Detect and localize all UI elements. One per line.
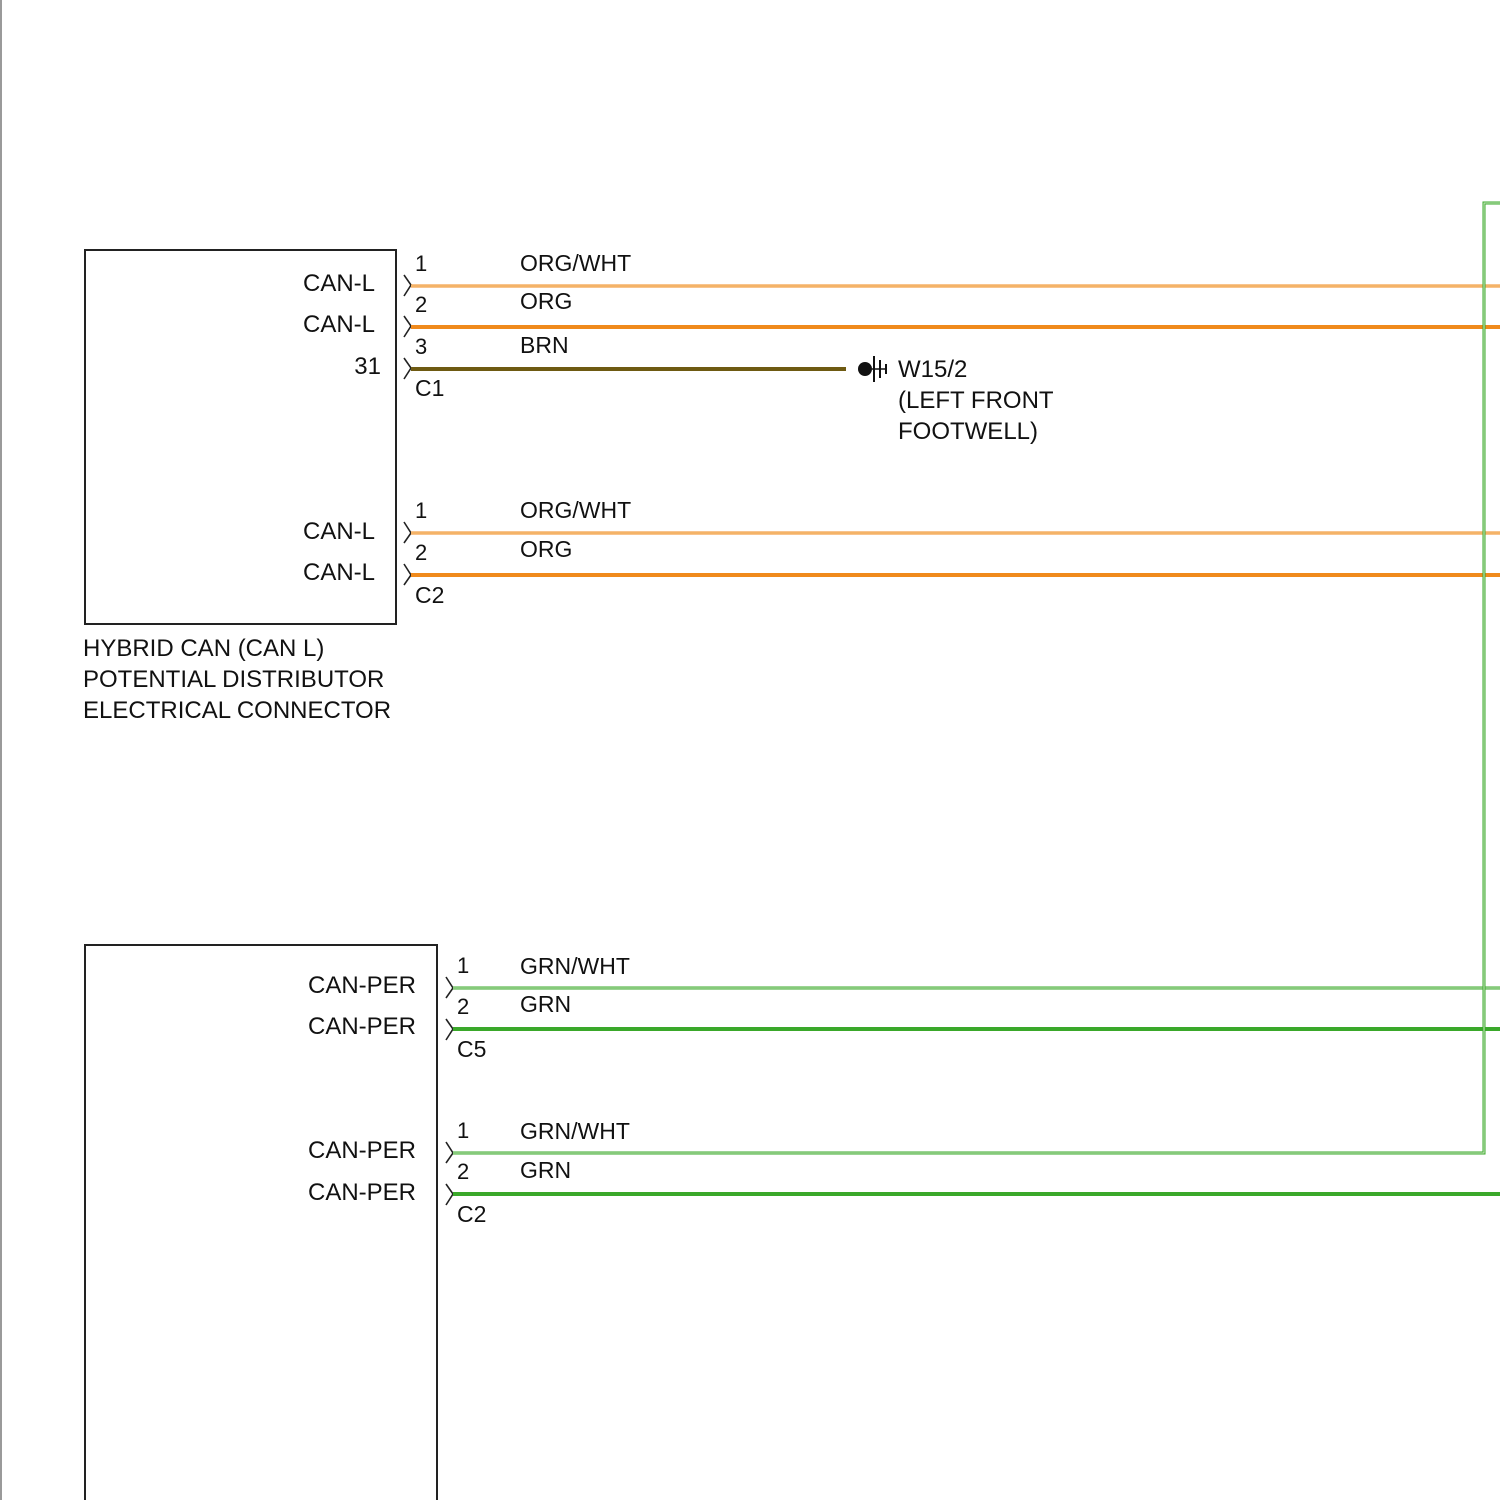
pin-signal-label: CAN-PER: [308, 972, 416, 999]
terminal-icon: [446, 1019, 453, 1040]
pin-number: 1: [457, 953, 469, 978]
pin-signal-label: CAN-L: [303, 311, 375, 338]
pin-signal-label: CAN-PER: [308, 1013, 416, 1040]
connector-c2-lower-terminals: [446, 1142, 453, 1205]
wire-color-label: BRN: [520, 332, 569, 358]
wire-color-label: GRN: [520, 991, 571, 1017]
connector-name: C1: [415, 375, 444, 401]
terminal-icon: [404, 316, 411, 337]
pin-number: 1: [415, 498, 427, 523]
wire-color-label: ORG/WHT: [520, 250, 631, 276]
wire-color-label: GRN/WHT: [520, 953, 630, 979]
ground-point-icon: [858, 356, 887, 382]
wire-color-label: ORG: [520, 536, 572, 562]
connector-name: C2: [415, 582, 444, 608]
ground-location-line: (LEFT FRONT: [898, 387, 1054, 414]
pin-signal-label: CAN-L: [303, 559, 375, 586]
wire-color-label: GRN: [520, 1157, 571, 1183]
connector-c1-terminals: [404, 275, 411, 379]
wire-grn-wht-stripe: [453, 203, 1500, 1153]
component-label-line: POTENTIAL DISTRIBUTOR: [83, 666, 384, 693]
terminal-icon: [404, 522, 411, 543]
wire-grn-wht: [453, 203, 1500, 1153]
terminal-icon: [404, 358, 411, 379]
pin-signal-label: CAN-PER: [308, 1137, 416, 1164]
pin-number: 2: [415, 540, 427, 565]
pin-number: 1: [457, 1118, 469, 1143]
pin-signal-label: CAN-PER: [308, 1179, 416, 1206]
terminal-icon: [446, 977, 453, 998]
pin-number: 2: [415, 292, 427, 317]
ground-location-line: FOOTWELL): [898, 418, 1038, 445]
pin-number: 2: [457, 994, 469, 1019]
pin-signal-label: 31: [354, 353, 381, 380]
terminal-icon: [404, 275, 411, 296]
pin-number: 3: [415, 334, 427, 359]
terminal-icon: [404, 564, 411, 585]
wire-color-label: ORG/WHT: [520, 497, 631, 523]
component-label-line: ELECTRICAL CONNECTOR: [83, 697, 391, 724]
wire-color-label: GRN/WHT: [520, 1118, 630, 1144]
ground-id: W15/2: [898, 356, 967, 383]
connector-name: C5: [457, 1036, 486, 1062]
pin-signal-label: CAN-L: [303, 270, 375, 297]
component-label-line: HYBRID CAN (CAN L): [83, 635, 324, 662]
connector-c2-terminals: [404, 522, 411, 585]
terminal-icon: [446, 1184, 453, 1205]
pin-signal-label: CAN-L: [303, 518, 375, 545]
terminal-icon: [446, 1142, 453, 1163]
pin-number: 1: [415, 251, 427, 276]
pin-number: 2: [457, 1159, 469, 1184]
connector-name: C2: [457, 1201, 486, 1227]
wire-color-label: ORG: [520, 288, 572, 314]
connector-c5-terminals: [446, 977, 453, 1040]
